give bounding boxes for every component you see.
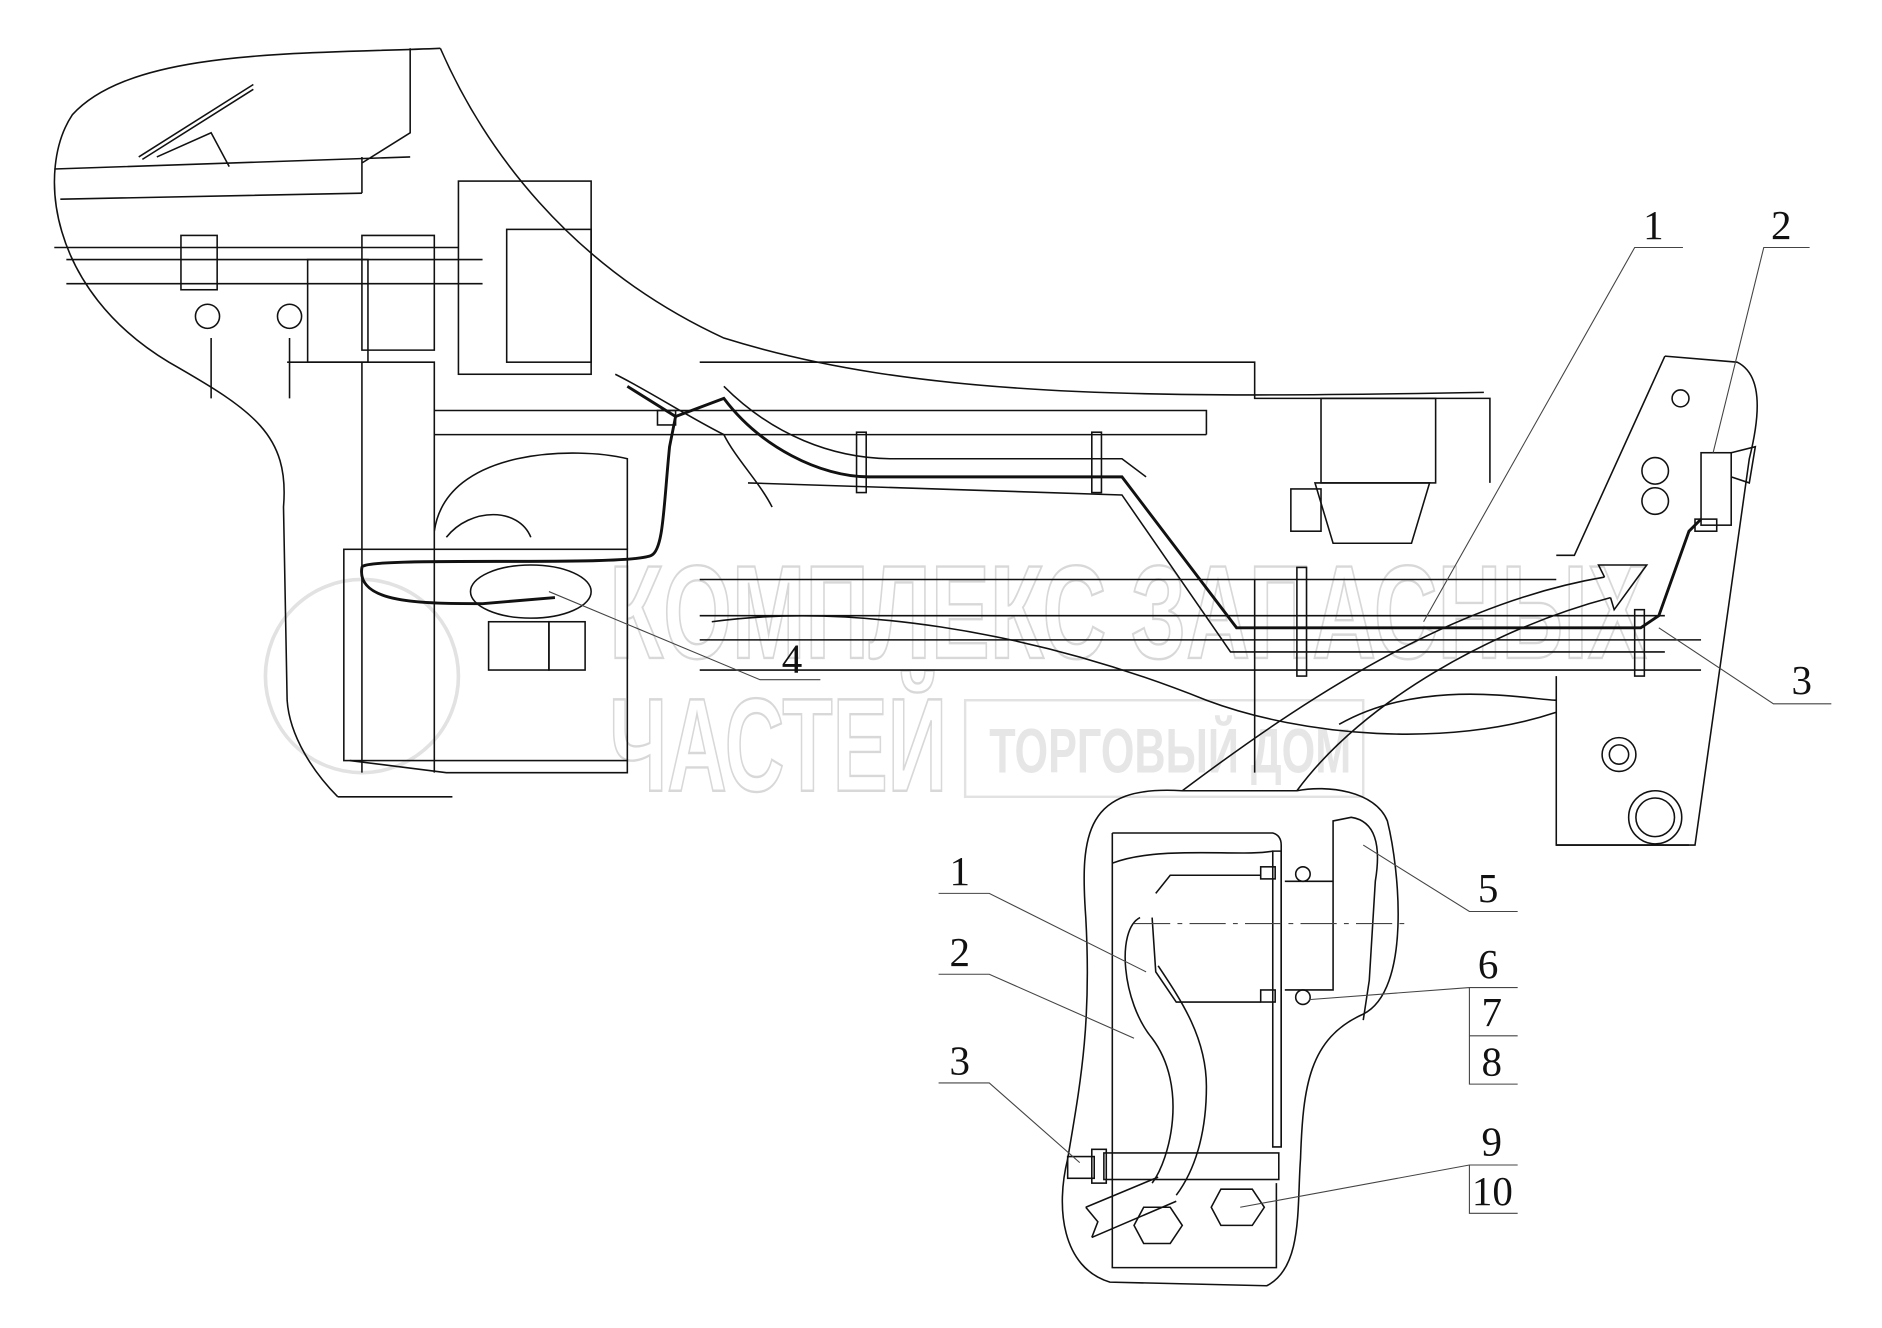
callout-1: 1	[1643, 202, 1664, 248]
watermark: КОМПЛЕКС ЗАПАСНЫХ ЧАСТЕЙ ТОРГОВЫЙ ДОМ	[263, 538, 1648, 821]
watermark-line2: ЧАСТЕЙ	[609, 670, 947, 820]
callout-4: 4	[782, 635, 803, 681]
inset-callout-10: 10	[1472, 1168, 1513, 1214]
callout-2: 2	[1771, 202, 1792, 248]
wiring-harness	[360, 373, 1703, 653]
callout-3: 3	[1792, 657, 1813, 703]
detail-arrow	[1181, 564, 1649, 792]
inset-callout-7: 7	[1481, 989, 1502, 1035]
watermark-line3: ТОРГОВЫЙ ДОМ	[989, 716, 1351, 787]
watermark-line1: КОМПЛЕКС ЗАПАСНЫХ	[609, 539, 1647, 687]
inset-detail-view	[1061, 787, 1406, 1287]
clamps	[656, 409, 1718, 677]
inset-callout-2: 2	[949, 929, 970, 975]
battery-box	[337, 452, 629, 798]
cab-section	[53, 47, 1484, 798]
inset-callout-8: 8	[1481, 1039, 1502, 1085]
inset-callout-1: 1	[949, 848, 970, 894]
inset-callouts: 1 2 3 5 6 7 8 9 10	[938, 844, 1518, 1214]
inset-callout-6: 6	[1478, 941, 1499, 987]
inset-callout-3: 3	[949, 1037, 970, 1083]
inset-callout-5: 5	[1478, 865, 1499, 911]
inset-callout-9: 9	[1481, 1118, 1502, 1164]
main-callouts: 1 2 3 4	[548, 202, 1832, 705]
